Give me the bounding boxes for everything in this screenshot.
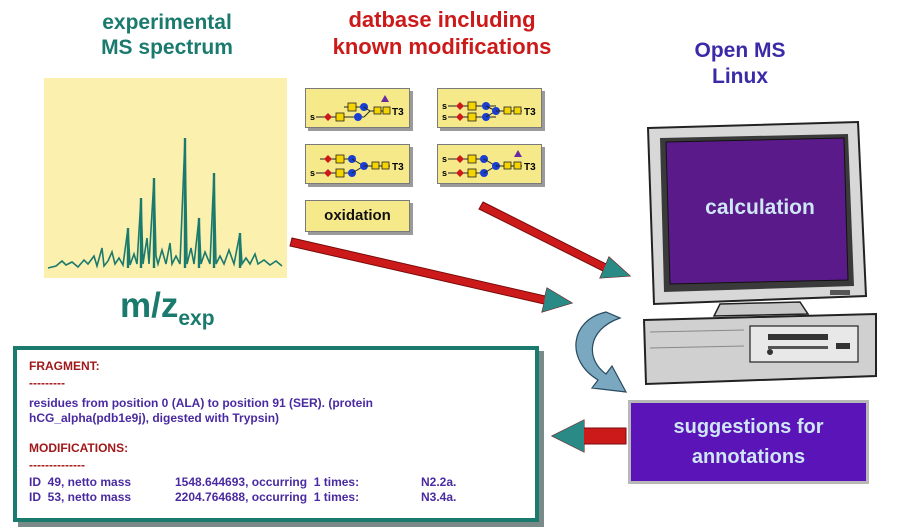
ms-spectrum-plot [44,78,287,278]
mz-base: m/z [120,286,179,325]
fragment-result-panel: FRAGMENT: --------- residues from positi… [13,346,539,522]
svg-text:s: s [310,168,315,178]
fragment-header: FRAGMENT: [29,359,100,373]
computer-icon [642,120,877,386]
modifications-header: MODIFICATIONS: [29,441,129,455]
svg-text:T3: T3 [524,162,536,173]
suggestions-line1: suggestions for [673,416,824,438]
svg-text:s: s [442,168,447,178]
residues-line2: hCG_alpha(pdb1e9j), digested with Trypsi… [29,411,280,425]
computer-illustration: calculation [640,118,880,388]
openms-title-line1: Open MS [694,39,786,62]
arrow-suggestions-to-result [550,419,627,453]
oxidation-box: oxidation [305,200,410,232]
glycan-structure-1: s T3 [305,88,410,128]
glycan-icon: s s T3 [442,150,536,178]
modification-row: ID 53, netto mass 2204.764688, occurring… [29,490,535,505]
mod-id: ID 53, netto mass [29,490,132,504]
mod-mass: 2204.764688, occurring 1 times: [175,490,360,504]
fragment-separator: --------- [29,376,65,390]
database-title-line1: datbase including [348,7,536,32]
calculation-screen-label: calculation [705,196,815,219]
glycan-icon: s T3 [310,154,404,178]
arrow-database-to-calc [478,201,632,279]
mz-subscript: exp [178,307,215,330]
mod-id: ID 49, netto mass [29,475,132,489]
mz-exp-label: m/zexp [120,288,215,337]
modifications-separator: -------------- [29,458,85,472]
database-title: datbase including known modifications [292,6,592,60]
svg-text:s: s [442,101,447,111]
glycan-structure-4: s s T3 [437,144,542,184]
spectrum-title-line2: MS spectrum [101,36,233,59]
svg-text:T3: T3 [392,107,404,118]
spectrum-title: experimental MS spectrum [72,10,262,60]
curved-arrow-calc-to-suggestions [575,311,628,393]
database-title-line2: known modifications [332,34,552,59]
svg-text:s: s [310,112,315,122]
glycan-icon: s s T3 [442,101,536,122]
openms-title-line2: Linux [712,65,768,88]
arrow-spectrum-to-calc [289,237,574,313]
svg-text:s: s [442,154,447,164]
residues-line1: residues from position 0 (ALA) to positi… [29,396,374,410]
svg-text:s: s [442,112,447,122]
mod-code: N3.4a. [421,490,457,504]
svg-text:T3: T3 [392,162,404,173]
modification-row: ID 49, netto mass 1548.644693, occurring… [29,475,535,490]
glycan-icon: s T3 [310,95,404,122]
mod-mass: 1548.644693, occurring 1 times: [175,475,360,489]
mod-code: N2.2a. [421,475,457,489]
openms-title: Open MS Linux [680,38,800,90]
svg-text:T3: T3 [524,107,536,118]
spectrum-title-line1: experimental [102,11,232,34]
glycan-structure-3: s T3 [305,144,410,184]
suggestions-box: suggestions for annotations [628,400,869,484]
suggestions-line2: annotations [691,446,806,468]
ms-spectrum-graphic [47,137,283,269]
glycan-structure-2: s s T3 [437,88,542,128]
